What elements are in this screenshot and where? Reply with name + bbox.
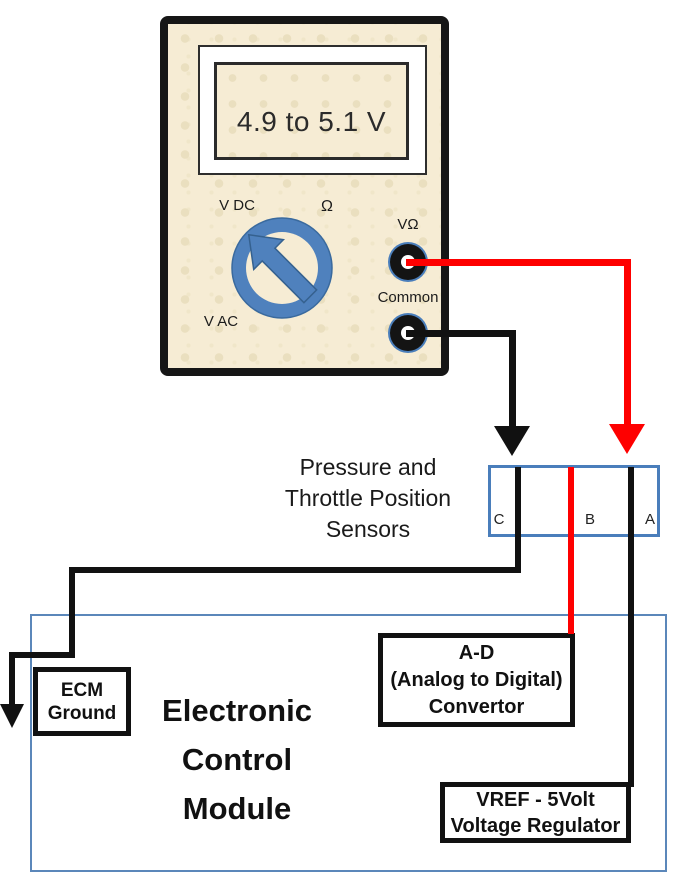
ground-wire-horizontal-2 <box>9 652 75 658</box>
sensor-connector <box>488 465 660 537</box>
vref-regulator-box: VREF - 5Volt Voltage Regulator <box>440 782 631 843</box>
ecm-ground-box: ECM Ground <box>33 667 131 736</box>
terminal-a-label: A <box>644 511 655 528</box>
dial-label-vdc: V DC <box>219 197 255 214</box>
sensors-caption: Pressure and Throttle Position Sensors <box>284 454 452 542</box>
black-probe-wire-vertical <box>509 330 516 427</box>
vohm-jack-label: VΩ <box>397 216 419 233</box>
red-probe-arrow-icon <box>609 424 645 454</box>
terminal-b-wire-to-ad-converter <box>568 467 574 634</box>
black-probe-wire-horizontal <box>406 330 516 337</box>
red-probe-wire-horizontal <box>406 259 631 266</box>
voltage-reading: 4.9 to 5.1 V <box>236 106 387 137</box>
dial-label-ohm: Ω <box>321 198 333 215</box>
ground-wire-vertical-2 <box>9 652 15 706</box>
ad-converter-box: A-D (Analog to Digital) Convertor <box>378 633 575 727</box>
terminal-a-wire-to-vref <box>628 467 634 787</box>
ground-wire-vertical-1 <box>69 567 75 658</box>
terminal-b-label: B <box>584 511 595 528</box>
terminal-c-wire <box>515 467 521 570</box>
ecm-title: Electronic Control Module <box>162 693 312 826</box>
dial-label-vac: V AC <box>203 313 239 330</box>
red-probe-wire-vertical <box>624 259 631 425</box>
ecm-box <box>30 614 667 872</box>
black-probe-arrow-icon <box>494 426 530 456</box>
ground-wire-horizontal-1 <box>69 567 521 573</box>
terminal-c-label: C <box>493 511 505 528</box>
selector-dial-icon <box>231 217 333 319</box>
multimeter-display: 4.9 to 5.1 V <box>214 62 409 160</box>
common-jack-label: Common <box>377 289 439 306</box>
ground-arrow-icon <box>0 704 24 728</box>
